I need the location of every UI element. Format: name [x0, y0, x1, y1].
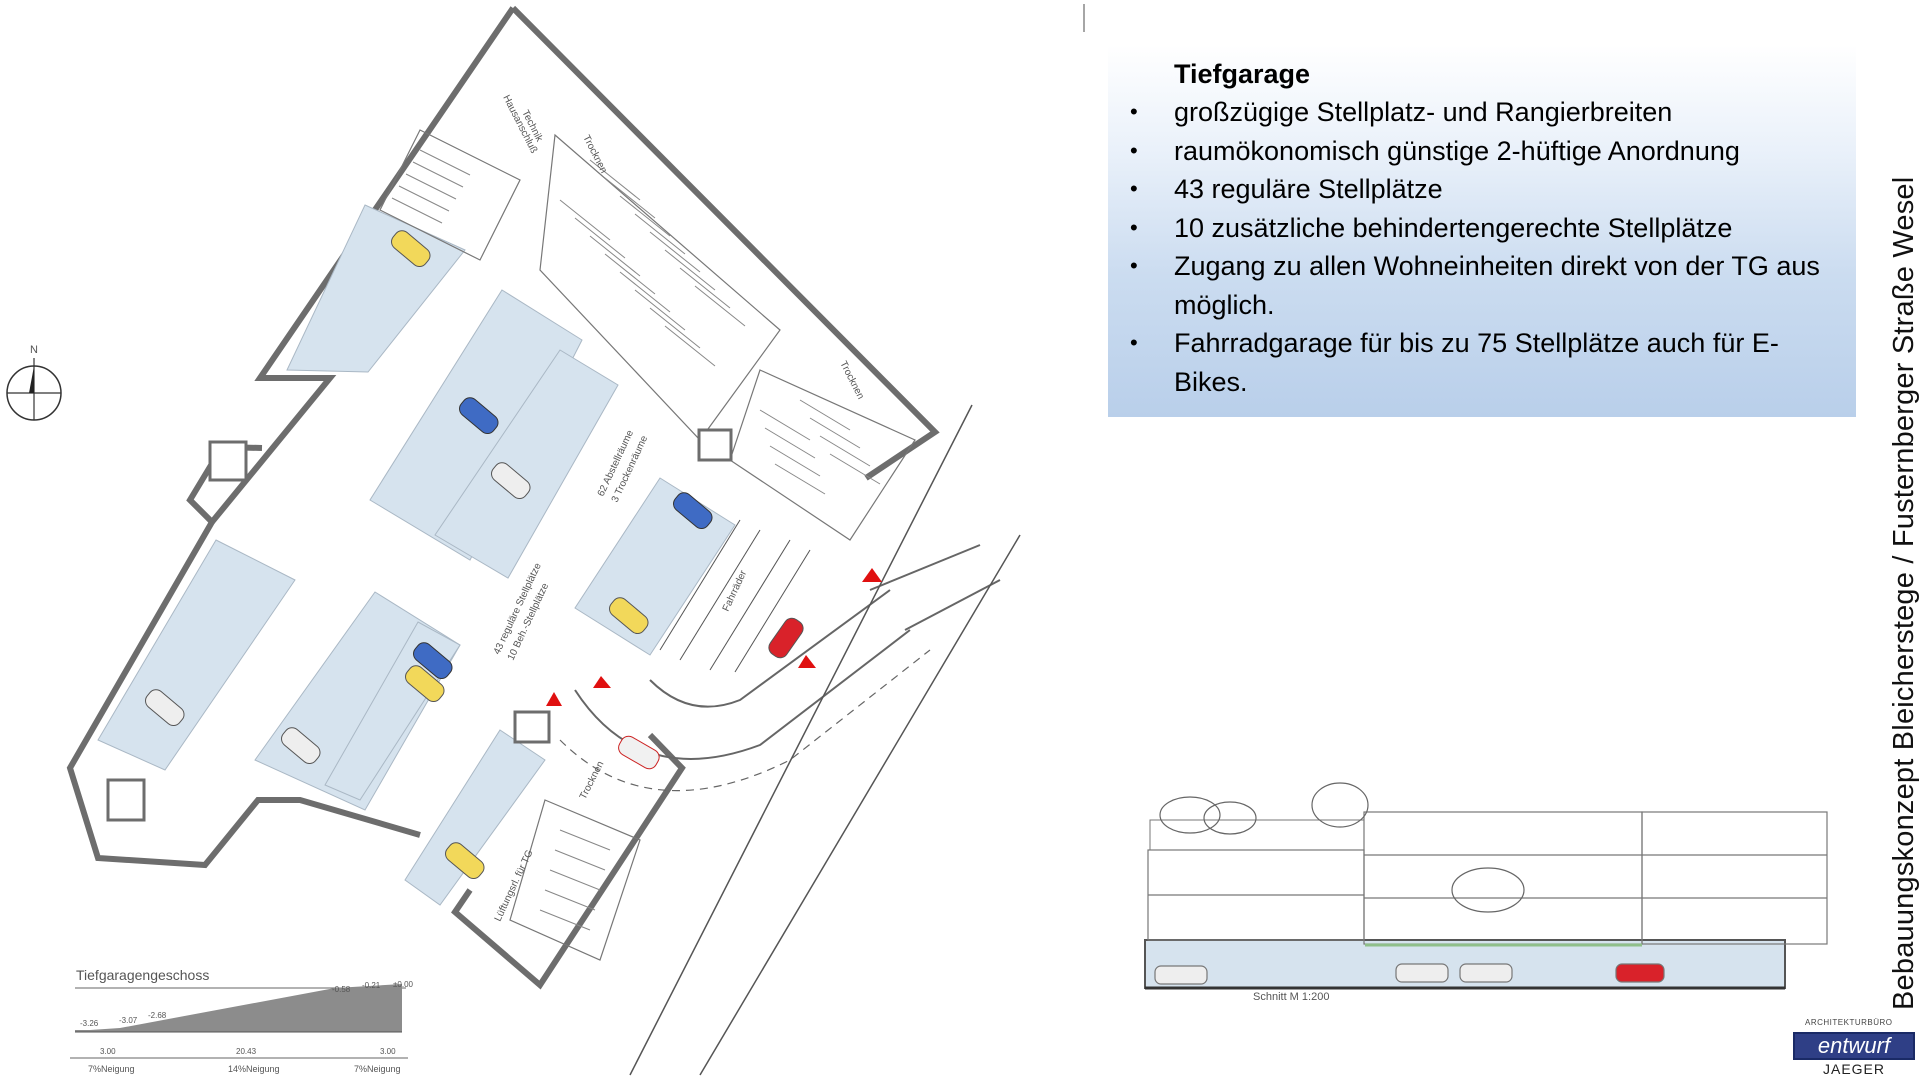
length-3: 3.00 — [380, 1047, 396, 1056]
storage-hatching — [391, 149, 881, 931]
ramp-profile: Tiefgaragengeschoss -3.26 -3.07 -2.68 -0… — [70, 967, 414, 1074]
logo-brand: entwurf — [1793, 1032, 1915, 1060]
info-bullet: •43 reguläre Stellplätze — [1112, 170, 1836, 209]
car-blue-3 — [413, 642, 453, 680]
length-2: 20.43 — [236, 1047, 257, 1056]
car-yellow-3 — [405, 665, 445, 703]
level-2: -3.07 — [119, 1016, 138, 1025]
street-line — [629, 404, 1021, 1076]
info-bullet: •Zugang zu allen Wohneinheiten direkt vo… — [1112, 247, 1836, 324]
bullet-dot-icon: • — [1130, 253, 1138, 278]
info-bullet: •raumökonomisch günstige 2-hüftige Anord… — [1112, 132, 1836, 171]
car-red — [768, 617, 804, 659]
cars — [145, 230, 804, 880]
info-bullet: •10 zusätzliche behindertengerechte Stel… — [1112, 209, 1836, 248]
bullet-dot-icon: • — [1130, 137, 1138, 163]
info-bullet: •Fahrradgarage für bis zu 75 Stellplätze… — [1112, 324, 1836, 401]
section-drawing — [1144, 782, 1828, 990]
info-bullet-list: •großzügige Stellplatz- und Rangierbreit… — [1130, 93, 1836, 401]
compass-north-label: N — [30, 344, 38, 356]
level-1: -3.26 — [80, 1019, 99, 1028]
stair-cores — [106, 428, 733, 822]
info-bullet: •großzügige Stellplatz- und Rangierbreit… — [1112, 93, 1836, 132]
car-white-2 — [145, 689, 185, 727]
car-white — [491, 462, 531, 500]
car-red-white — [618, 735, 660, 770]
car-blue — [459, 397, 499, 435]
length-1: 3.00 — [100, 1047, 116, 1056]
slope-3: 7%Neigung — [354, 1064, 401, 1074]
bullet-dot-icon: • — [1130, 214, 1138, 240]
info-title: Tiefgarage — [1174, 59, 1311, 89]
car-yellow — [391, 230, 431, 268]
level-4: -0.58 — [332, 985, 351, 994]
car-yellow-4 — [445, 842, 485, 880]
access-ramp — [559, 544, 1001, 792]
logo-bottom-text: JAEGER — [1822, 1061, 1885, 1077]
slope-1: 7%Neigung — [88, 1064, 135, 1074]
ramp-title: Tiefgaragengeschoss — [76, 967, 209, 983]
car-white-3 — [281, 727, 321, 765]
level-5: -0.21 — [362, 981, 381, 990]
level-3: -2.68 — [148, 1011, 167, 1020]
architect-logo: ARCHITEKTURBÜRO entwurf JAEGER — [1793, 1018, 1915, 1078]
car-yellow-2 — [609, 597, 649, 635]
section-label: Schnitt M 1:200 — [1253, 991, 1329, 1003]
info-box: Tiefgarage •großzügige Stellplatz- und R… — [1108, 45, 1856, 417]
bullet-dot-icon: • — [1130, 330, 1138, 355]
slope-2: 14%Neigung — [228, 1064, 280, 1074]
bicycle-racks — [659, 519, 811, 673]
car-blue-2 — [673, 492, 713, 530]
vertical-project-title: Bebauungskonzept Bleicherstege / Fustern… — [1888, 176, 1920, 1010]
direction-arrows — [546, 568, 882, 706]
bullet-dot-icon: • — [1130, 99, 1138, 124]
logo-top-text: ARCHITEKTURBÜRO — [1805, 1018, 1893, 1027]
compass-icon: N — [6, 344, 62, 421]
level-6: ±0.00 — [393, 980, 414, 989]
bullet-dot-icon: • — [1130, 176, 1138, 201]
